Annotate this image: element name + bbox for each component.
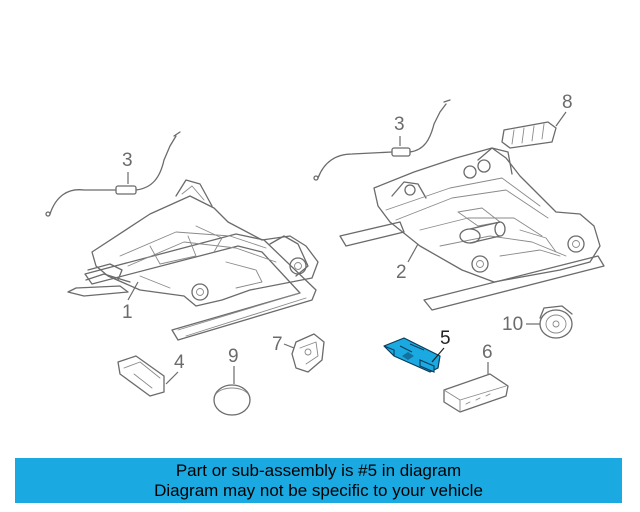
callout-3-left: 3 xyxy=(122,150,133,184)
callout-label-8: 8 xyxy=(562,92,573,113)
callout-label-10: 10 xyxy=(502,314,523,335)
callout-label-2: 2 xyxy=(396,262,407,283)
callout-2: 2 xyxy=(396,243,419,283)
callout-label-3-right: 3 xyxy=(394,114,405,135)
callout-10: 10 xyxy=(502,314,540,335)
banner-line-2: Diagram may not be specific to your vehi… xyxy=(154,480,483,500)
part-8-switch-cover xyxy=(501,121,557,149)
seat-cable-right xyxy=(313,99,451,181)
callout-1: 1 xyxy=(122,281,139,323)
callout-label-9: 9 xyxy=(228,346,239,367)
part-9-cap xyxy=(213,384,251,416)
seat-cable-left xyxy=(45,131,181,217)
callout-label-7: 7 xyxy=(272,334,283,355)
part-7-bracket xyxy=(291,333,325,373)
part-5-highlighted xyxy=(383,337,441,373)
part-6-control-module xyxy=(443,373,509,413)
callout-label-1: 1 xyxy=(122,302,133,323)
callout-label-3-left: 3 xyxy=(122,150,133,171)
callout-label-5: 5 xyxy=(440,328,451,349)
callout-7: 7 xyxy=(272,334,295,355)
callout-3-right: 3 xyxy=(394,114,405,146)
seat-track-assembly-right xyxy=(339,147,605,311)
seat-track-assembly-left xyxy=(67,179,319,341)
part-10-motor-gear xyxy=(539,305,573,339)
diagram-notice-banner: Part or sub-assembly is #5 in diagram Di… xyxy=(15,458,622,503)
callout-5: 5 xyxy=(431,328,451,363)
callout-8: 8 xyxy=(555,92,573,127)
callout-label-4: 4 xyxy=(174,352,185,373)
banner-line-1: Part or sub-assembly is #5 in diagram xyxy=(175,460,462,480)
part-4-clip xyxy=(117,355,165,397)
parts-diagram: 1 2 3 3 4 5 6 7 8 9 10 xyxy=(45,92,605,416)
callout-9: 9 xyxy=(228,346,239,384)
callout-4: 4 xyxy=(165,352,185,385)
callout-6: 6 xyxy=(482,342,493,374)
callout-label-6: 6 xyxy=(482,342,493,363)
